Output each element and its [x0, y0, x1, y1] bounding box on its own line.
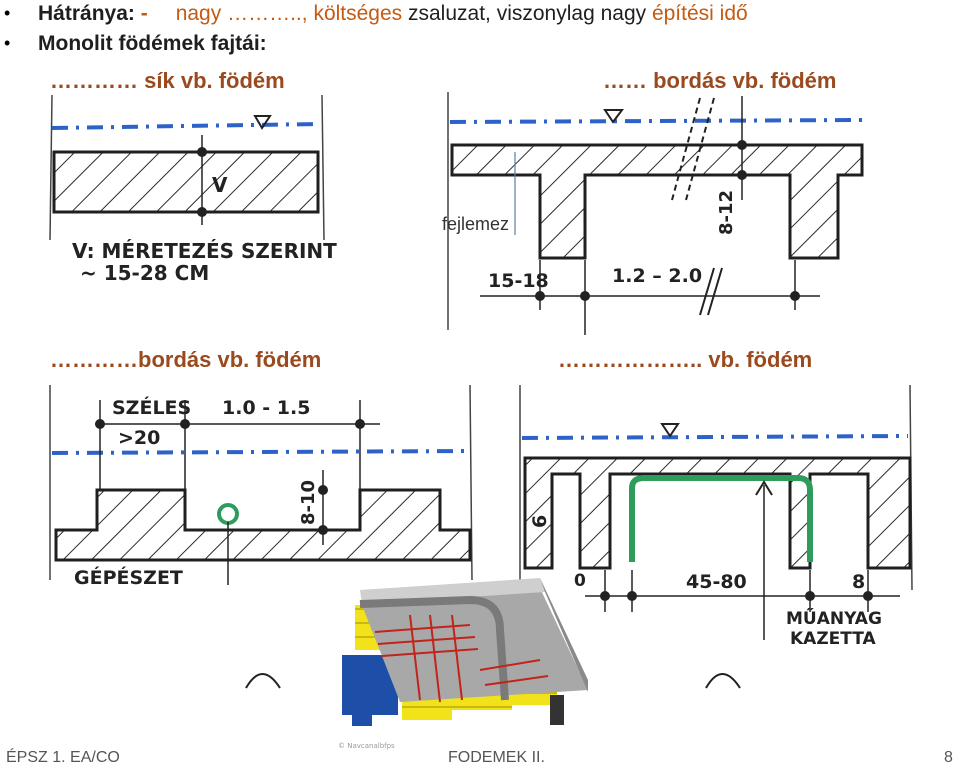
level-line-4	[521, 434, 909, 440]
bullet-line-types: Monolit födémek fajtái:	[38, 32, 267, 55]
label-height-small: 8-10	[298, 480, 319, 525]
footer-page-number: 8	[944, 749, 953, 766]
label-cassette-small: 0	[574, 571, 586, 591]
label-cassette-span: 45-80	[686, 571, 747, 593]
label-v-note: V: MÉRETEZÉS SZERINT	[72, 239, 337, 263]
bullet-dot-1: •	[4, 3, 11, 23]
footer-title: FODEMEK II.	[448, 749, 545, 766]
disadvantage-text: zsaluzat, viszonylag nagy	[402, 2, 652, 25]
level-triangle-2	[603, 109, 624, 124]
label-gepeszet: GÉPÉSZET	[74, 566, 183, 589]
disadvantage-word-nagy: nagy	[175, 2, 222, 25]
level-line-2	[449, 118, 863, 124]
heading-sik-dots: …………	[50, 68, 145, 93]
footer-course: ÉPSZ 1. EA/CO	[6, 749, 120, 766]
heading-sik-rest: vb. födém	[174, 68, 285, 93]
sketch-flat-slab: V V: MÉRETEZÉS SZERINT ~ 15-28 CM	[49, 94, 337, 285]
heading-bordas-fodem-1: …… bordás vb. födém	[603, 68, 837, 93]
level-line-1	[51, 122, 319, 130]
label-v-letter: V	[212, 173, 228, 197]
label-rib-height: 8-12	[716, 190, 737, 235]
disadvantage-label: Hátránya:	[38, 2, 135, 25]
level-triangle-1	[253, 115, 272, 130]
label-rib-width: 15-18	[488, 270, 549, 292]
label-cassette-height: 6	[529, 515, 551, 528]
ribbed-slab-section	[450, 143, 864, 260]
disadvantage-word-koltseges: költséges	[313, 2, 403, 25]
label-muanyag: MŰANYAG	[786, 607, 882, 629]
sketch-waffle-slab: 6 0 45-80 8 MŰANYAG KAZETTA	[519, 384, 913, 649]
level-line-3	[51, 449, 469, 455]
label-rib-spacing: 1.2 – 2.0	[612, 265, 702, 287]
label-cassette-rib: 8	[852, 571, 865, 593]
bullet-dot-2: •	[4, 33, 11, 53]
heading-sik-word: sík	[144, 68, 175, 93]
plastic-cassette	[629, 475, 813, 562]
sketch-ribbed-slab-1: 8-12 fejlemez 15-18 1.2 – 2.0	[442, 92, 864, 335]
label-v-range: ~ 15-28 CM	[80, 261, 209, 285]
sketch-ribbed-slab-2: SZÉLES >20 1.0 - 1.5 8-10 GÉPÉSZET	[49, 384, 473, 589]
pipe-circle	[217, 503, 239, 525]
flat-slab-section	[52, 150, 320, 214]
level-triangle-4	[660, 423, 680, 438]
heading-bordas-fodem-2: …………bordás vb. födém	[50, 347, 322, 372]
label-szeles: SZÉLES	[112, 396, 191, 419]
label-fejlemez: fejlemez	[442, 214, 509, 234]
ribbed-slab-section-2	[54, 488, 472, 562]
disadvantage-dash: -	[134, 2, 148, 25]
disadvantage-word-epitesi-ido: építési idő	[651, 2, 748, 25]
disadvantage-dots: ………..,	[221, 2, 314, 25]
label-szeles-value: >20	[118, 427, 160, 449]
label-kazetta: KAZETTA	[790, 629, 877, 649]
heading-kazettas-fodem: ……………….. vb. födém	[558, 347, 813, 372]
sketch-arc-left	[245, 673, 281, 689]
watermark: © Navcanalbfps	[338, 742, 395, 750]
formwork-3d-image	[342, 578, 588, 726]
heading-sik-fodem: ………… sík vb. födém	[50, 68, 285, 94]
label-span-small: 1.0 - 1.5	[222, 397, 310, 419]
sketch-arc-right	[705, 673, 741, 689]
bullet-line-disadvantages: Hátránya: - nagy ……….., költséges zsaluza…	[38, 2, 748, 26]
waffle-slab-section	[523, 456, 912, 570]
